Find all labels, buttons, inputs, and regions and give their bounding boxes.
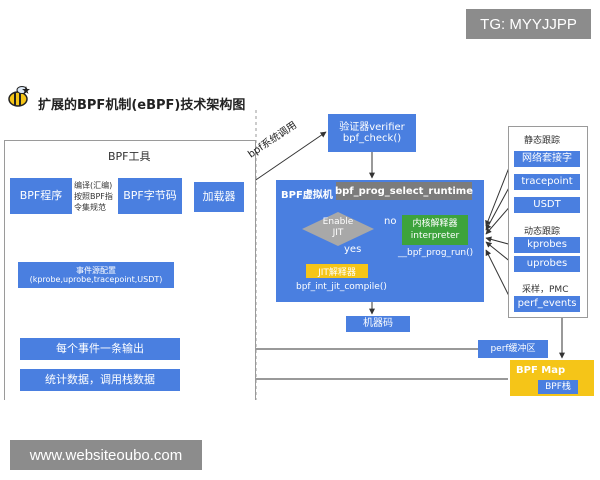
socket-box: 网络套接字 xyxy=(514,151,580,167)
verifier-box: 验证器verifier bpf_check() xyxy=(328,114,416,152)
stats-output-box: 统计数据，调用栈数据 xyxy=(20,369,180,391)
bpf-stack-box: BPF栈 xyxy=(538,380,578,394)
enable-jit-decision: Enable JIT xyxy=(302,212,374,246)
bpf-vm-label: BPF虚拟机 xyxy=(281,190,333,201)
per-event-output-box: 每个事件一条输出 xyxy=(20,338,180,360)
jit-box: JIT解释器 xyxy=(306,264,368,278)
bpf-tools-label: BPF工具 xyxy=(108,150,151,163)
no-label: no xyxy=(384,216,397,227)
arrow-loader-verifier xyxy=(243,131,327,189)
loader-box: 加载器 xyxy=(194,182,244,212)
static-tracing-label: 静态跟踪 xyxy=(524,136,561,146)
machine-code-box: 机器码 xyxy=(346,316,410,332)
uprobes-box: uprobes xyxy=(514,256,580,272)
compile-note: 编译(汇编) 按照BPF指 令集规范 xyxy=(74,181,113,212)
select-runtime-box: bpf_prog_select_runtime xyxy=(335,182,473,200)
bee-icon xyxy=(6,84,32,110)
bpf-map-label: BPF Map xyxy=(516,365,566,376)
jit-compile-label: bpf_int_jit_compile() xyxy=(296,282,387,292)
dynamic-tracing-label: 动态跟踪 xyxy=(524,227,561,237)
perf-buffer-box: perf缓冲区 xyxy=(478,340,548,358)
tracepoint-box: tracepoint xyxy=(514,174,580,190)
sampling-label: 采样，PMC xyxy=(522,285,569,295)
bpf-bytecode-box: BPF字节码 xyxy=(118,178,182,214)
yes-label: yes xyxy=(344,244,362,255)
prog-run-label: __bpf_prog_run() xyxy=(398,248,474,258)
event-config-box: 事件源配置 (kprobe,uprobe,tracepoint,USDT) xyxy=(18,262,174,288)
perf-events-box: perf_events xyxy=(514,296,580,312)
diagram-title: 扩展的BPF机制(eBPF)技术架构图 xyxy=(38,98,246,113)
watermark-bottom: www.websiteoubo.com xyxy=(10,440,202,470)
watermark-top: TG: MYYJJPP xyxy=(466,9,591,39)
bpf-program-box: BPF程序 xyxy=(10,178,72,214)
usdt-box: USDT xyxy=(514,197,580,213)
kprobes-box: kprobes xyxy=(514,237,580,253)
interpreter-box: 内核解释器 interpreter xyxy=(402,215,468,245)
